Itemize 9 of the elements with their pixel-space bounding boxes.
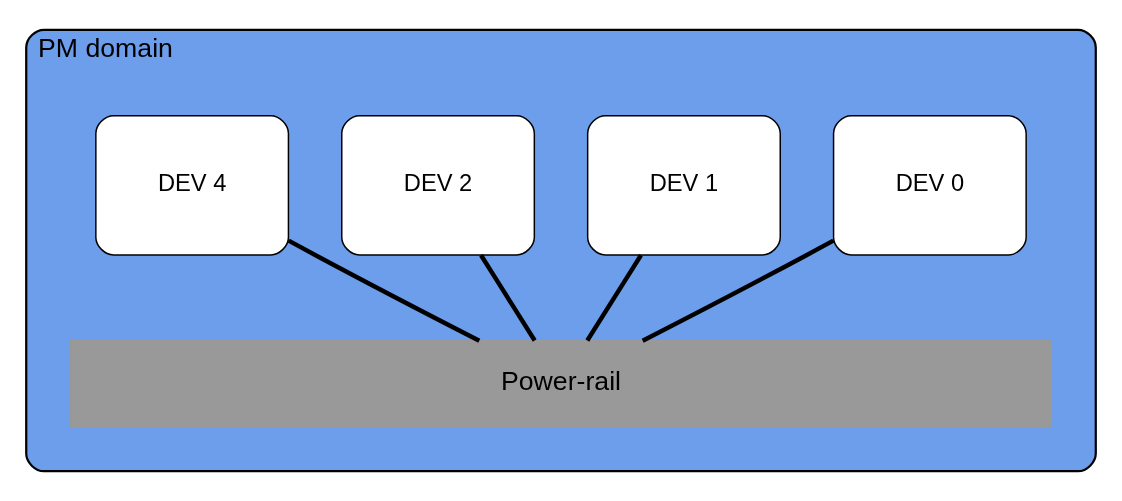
connector	[287, 238, 481, 343]
node-box: Power-rail	[69, 340, 1053, 428]
node-box: DEV 4	[95, 114, 290, 256]
connector	[641, 238, 835, 343]
connector	[479, 254, 537, 342]
connector	[585, 254, 643, 342]
node-box: DEV 2	[341, 114, 536, 256]
node-box: DEV 1	[586, 114, 781, 256]
node-box: DEV 0	[832, 114, 1027, 256]
